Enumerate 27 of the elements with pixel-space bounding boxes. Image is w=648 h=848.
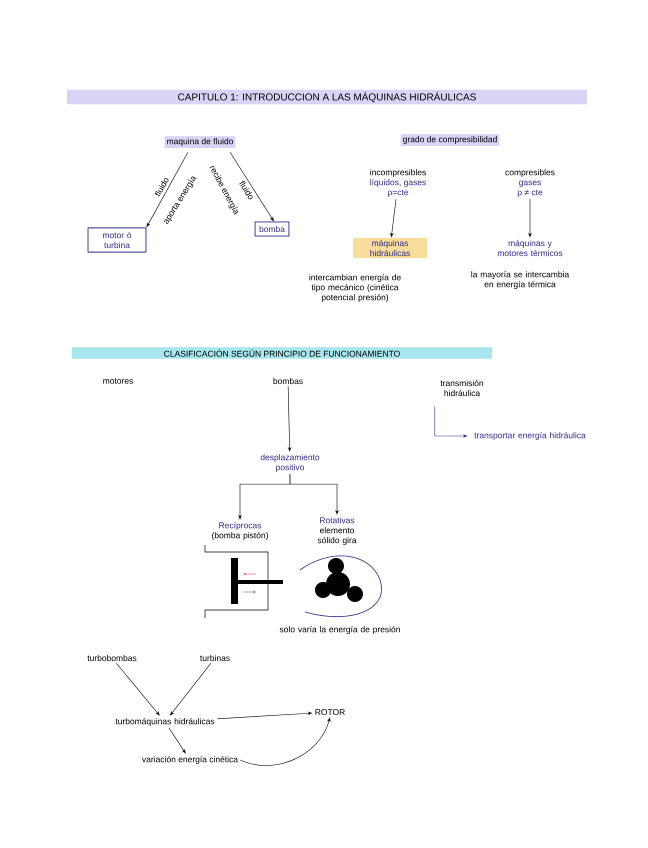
note-text: compresibles gases ρ ≠ cte bbox=[505, 169, 555, 197]
note-text: motores bbox=[103, 378, 133, 384]
highlighted-heading: grado de compresibilidad bbox=[400, 134, 500, 146]
note-text: la mayoría se intercambia en energía térmica bbox=[471, 271, 570, 289]
note-text: máquinas y motores térmicos bbox=[498, 240, 562, 256]
section-heading: CLASIFICACIÓN SEGÚN PRINCIPIO DE FUNCIONAMIENTO bbox=[72, 347, 492, 359]
note-text: transmisión hidráulica bbox=[440, 380, 484, 396]
note-text: transportar energía hidráulica bbox=[474, 432, 586, 440]
note-text: ROTOR bbox=[315, 709, 345, 715]
note-text: turbinas bbox=[200, 654, 230, 662]
note-text: turbomáquinas hidráulicas bbox=[115, 718, 214, 726]
note-text: solo varía la energía de presión bbox=[280, 626, 400, 634]
note-text: incompresibles líquidos, gases ρ=cte bbox=[370, 169, 426, 197]
highlighted-text: máquinas hidráulicas bbox=[353, 238, 427, 258]
process-box: bomba bbox=[254, 221, 290, 237]
edge-label: fluido bbox=[152, 175, 171, 198]
note-text: Recíprocas (bomba pistón) bbox=[212, 522, 268, 540]
process-box: motor ó turbina bbox=[88, 227, 146, 253]
note-text: variación energía cinética bbox=[142, 756, 238, 764]
title: CAPITULO 1: INTRODUCCION A LAS MÁQUINAS HIDRÁULICAS bbox=[67, 90, 587, 104]
note-text: Rotativas elemento sólido gira bbox=[318, 517, 357, 545]
highlighted-heading: maquina de fluido bbox=[164, 136, 236, 148]
note-text: bombas bbox=[273, 378, 303, 384]
note-text: turbobombas bbox=[87, 654, 136, 662]
note-text: desplazamiento positivo bbox=[260, 454, 320, 472]
note-text: intercambian energía de tipo mecánico (cinética potencial presión) bbox=[309, 274, 401, 302]
arrow bbox=[230, 152, 274, 222]
